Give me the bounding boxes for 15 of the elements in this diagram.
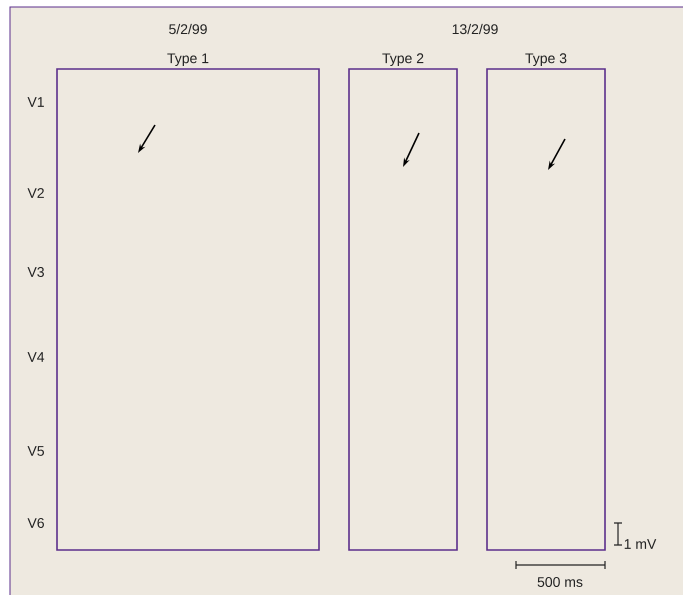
trace-panel: Type 2	[348, 53, 458, 551]
scale-label: 1 mV	[624, 539, 656, 549]
trace-panel: Type 3	[486, 53, 606, 551]
lead-label: V5	[28, 446, 44, 456]
scale-label: 500 ms	[538, 577, 582, 587]
node-label: Type 1	[167, 53, 208, 66]
node-label: Type 3	[525, 53, 566, 66]
lead-label: V1	[28, 97, 44, 107]
lead-label: V6	[28, 518, 44, 528]
node-label: Type 2	[382, 53, 424, 66]
trace-panel: Type 1	[56, 53, 320, 551]
date-label: 5/2/99	[169, 24, 207, 34]
lead-label: V3	[28, 267, 44, 277]
lead-label: V2	[28, 188, 44, 198]
date-label: 13/2/99	[452, 24, 498, 34]
